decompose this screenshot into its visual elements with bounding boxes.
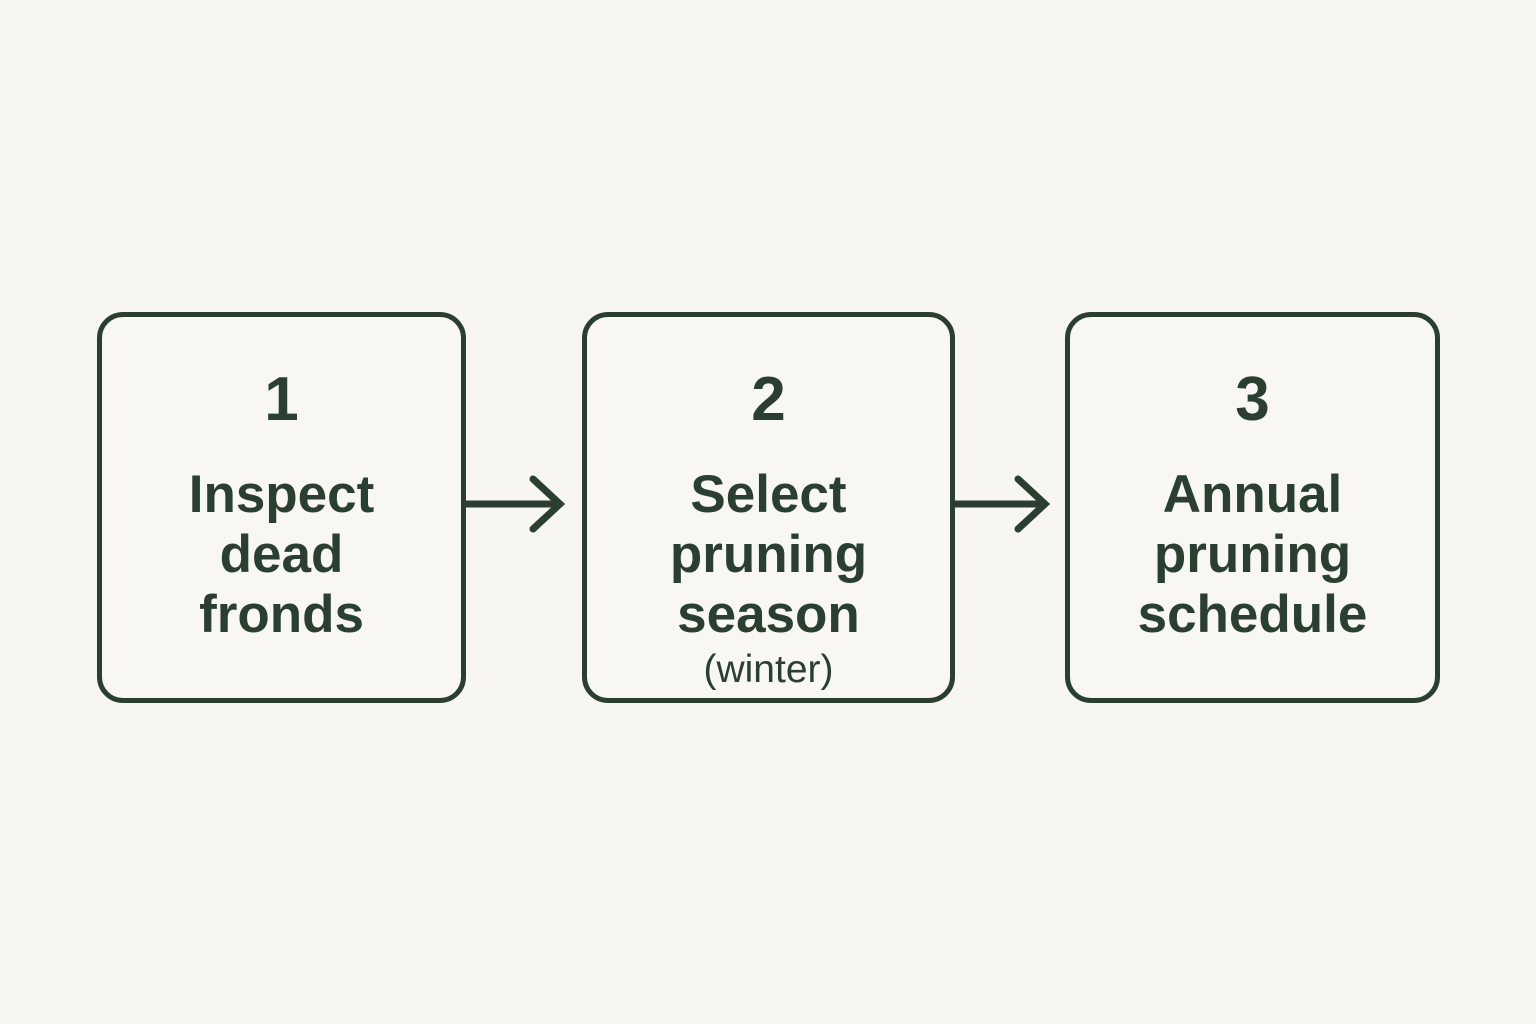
- step-number-1: 1: [264, 365, 299, 434]
- arrow-right-icon-2: [955, 474, 1065, 534]
- step-number-3: 3: [1235, 365, 1270, 434]
- flow-step-3[interactable]: 3 Annual pruning schedule: [1065, 312, 1440, 703]
- step-label-2: Select pruning season: [669, 465, 868, 644]
- flow-step-2[interactable]: 2 Select pruning season (winter): [582, 312, 955, 703]
- arrow-right-icon-1: [466, 474, 582, 534]
- flow-step-1[interactable]: 1 Inspect dead fronds: [97, 312, 466, 703]
- step-label-1: Inspect dead fronds: [188, 465, 375, 644]
- step-sublabel-2: (winter): [703, 648, 834, 691]
- step-label-3: Annual pruning schedule: [1137, 465, 1368, 644]
- step-number-2: 2: [751, 365, 786, 434]
